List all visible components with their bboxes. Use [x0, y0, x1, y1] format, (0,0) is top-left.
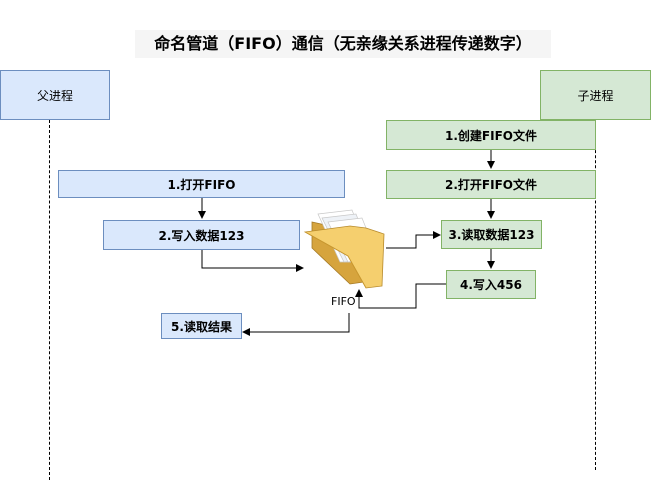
child-process-header: 子进程: [540, 70, 651, 120]
parent-step-read-result: 5.读取结果: [161, 313, 242, 339]
arrow-fifo-to-result: [242, 313, 350, 336]
step-label: 3.读取数据123: [448, 228, 535, 242]
diagram-title: 命名管道（FIFO）通信（无亲缘关系进程传递数字）: [135, 30, 551, 58]
parent-lifeline: [49, 120, 50, 480]
arrow-write-to-fifo: [201, 250, 304, 272]
step-label: 2.打开FIFO文件: [445, 178, 537, 192]
child-lifeline: [595, 120, 596, 470]
child-step-write-456: 4.写入456: [446, 270, 536, 299]
step-label: 5.读取结果: [171, 319, 232, 334]
step-label: 1.打开FIFO: [167, 177, 236, 192]
child-step-open-fifo: 2.打开FIFO文件: [386, 170, 596, 199]
arrow-fifo-to-read: [386, 231, 441, 249]
step-label: 4.写入456: [460, 278, 522, 292]
parent-step-open-fifo: 1.打开FIFO: [58, 170, 345, 198]
parent-process-header: 父进程: [0, 70, 110, 120]
step-label: 1.创建FIFO文件: [445, 128, 537, 143]
parent-process-label: 父进程: [36, 88, 73, 103]
fifo-label: FIFO: [331, 295, 356, 308]
child-process-label: 子进程: [577, 88, 614, 103]
folder-icon: [303, 209, 385, 289]
arrow-write-to-fifo-child: [355, 283, 446, 309]
parent-step-write-data: 2.写入数据123: [103, 220, 300, 250]
step-label: 2.写入数据123: [158, 228, 245, 243]
child-step-read-data: 3.读取数据123: [441, 220, 542, 249]
child-step-create-fifo: 1.创建FIFO文件: [386, 120, 596, 150]
